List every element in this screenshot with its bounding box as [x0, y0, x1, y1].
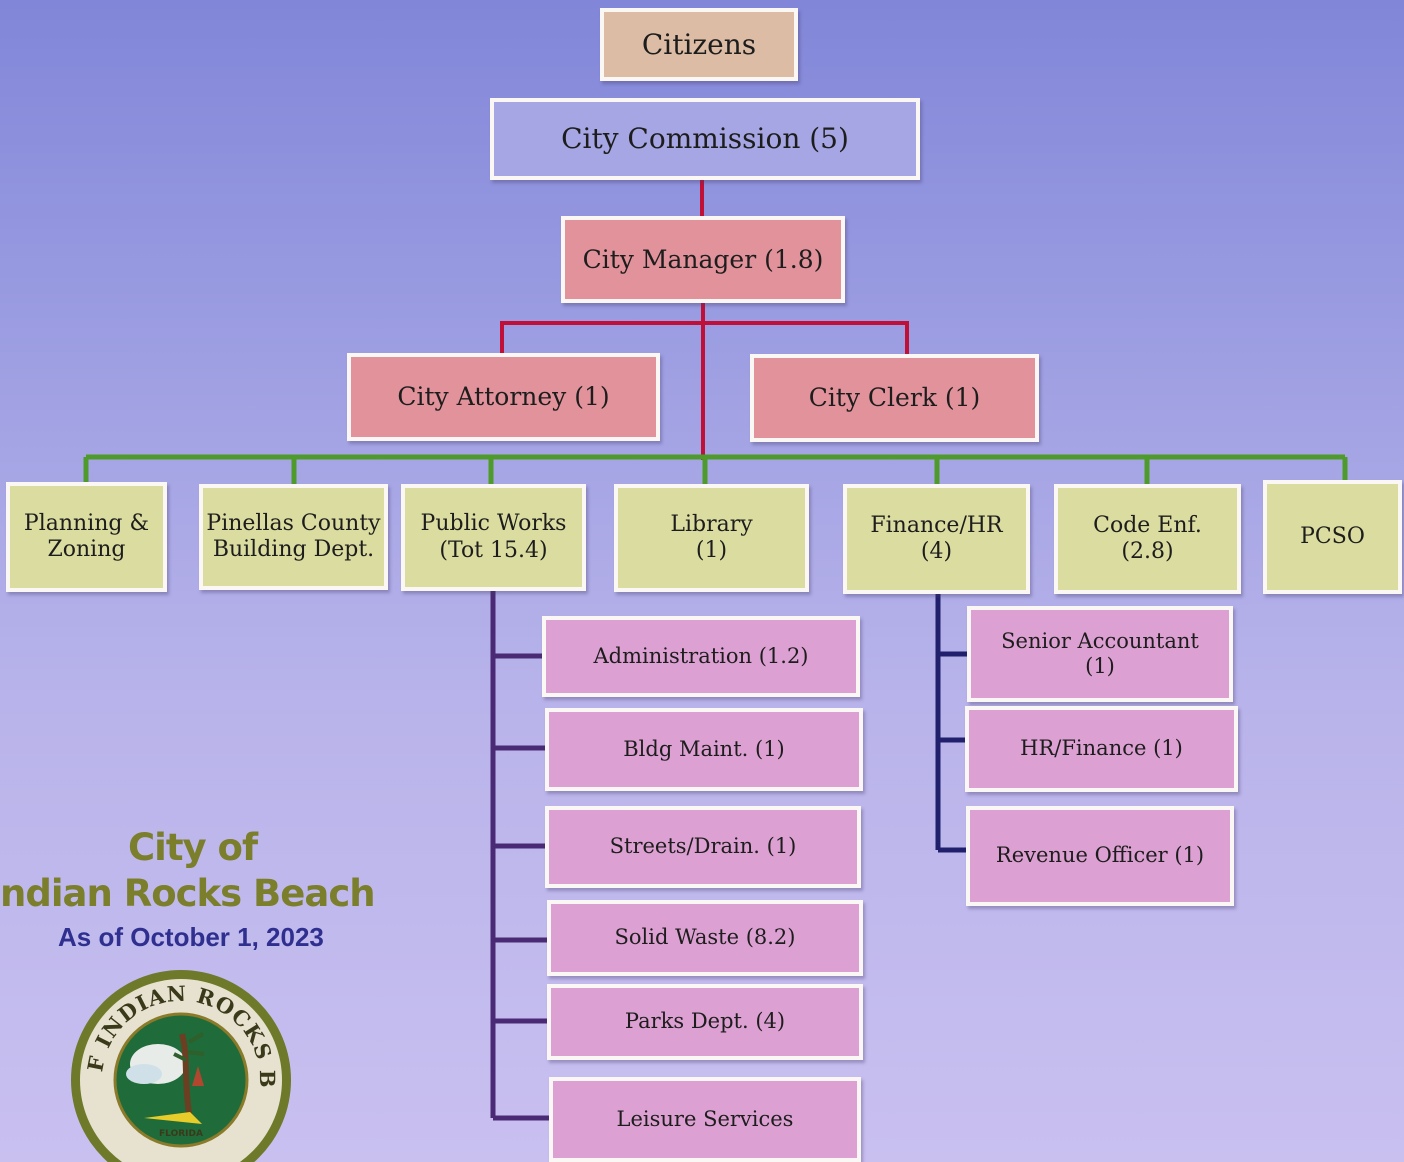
- dept-label: PCSO: [1300, 523, 1365, 549]
- unit-label: Administration (1.2): [593, 643, 809, 668]
- dept-label: Code Enf. (2.8): [1093, 512, 1202, 564]
- dept-public-works: Public Works (Tot 15.4): [401, 484, 586, 591]
- seal-state-text: FLORIDA: [159, 1129, 203, 1139]
- unit-hr-finance: HR/Finance (1): [965, 706, 1238, 792]
- dept-label: Planning & Zoning: [23, 510, 150, 562]
- unit-label: HR/Finance (1): [1020, 736, 1183, 761]
- dept-library: Library (1): [614, 484, 809, 592]
- unit-label: Leisure Services: [616, 1106, 794, 1131]
- dept-label: Finance/HR (4): [870, 512, 1003, 564]
- dept-label: Library (1): [670, 511, 753, 563]
- unit-label: Parks Dept. (4): [624, 1009, 786, 1034]
- unit-administration: Administration (1.2): [542, 616, 860, 697]
- unit-leisure-services: Leisure Services: [549, 1077, 861, 1162]
- unit-bldg-maint: Bldg Maint. (1): [545, 708, 863, 791]
- city-title-line2: ndian Rocks Beach: [0, 872, 376, 915]
- dept-code-enforcement: Code Enf. (2.8): [1054, 484, 1241, 594]
- city-commission-label: City Commission (5): [561, 122, 849, 156]
- dept-label: Public Works (Tot 15.4): [420, 511, 567, 563]
- city-title-line1: City of: [128, 826, 258, 869]
- unit-label: Senior Accountant (1): [1001, 628, 1199, 678]
- city-attorney-box: City Attorney (1): [347, 353, 660, 441]
- city-clerk-box: City Clerk (1): [750, 354, 1039, 442]
- citizens-box: Citizens: [600, 8, 798, 81]
- as-of-date: As of October 1, 2023: [58, 922, 324, 952]
- citizens-label: Citizens: [641, 27, 757, 61]
- city-commission-box: City Commission (5): [490, 98, 920, 180]
- city-attorney-label: City Attorney (1): [397, 382, 610, 411]
- city-clerk-label: City Clerk (1): [808, 383, 981, 412]
- unit-streets-drain: Streets/Drain. (1): [545, 806, 861, 888]
- dept-finance-hr: Finance/HR (4): [843, 484, 1030, 594]
- city-manager-label: City Manager (1.8): [582, 244, 824, 274]
- city-manager-box: City Manager (1.8): [561, 216, 845, 303]
- unit-parks-dept: Parks Dept. (4): [547, 984, 863, 1060]
- dept-planning-zoning: Planning & Zoning: [6, 482, 167, 592]
- unit-senior-accountant: Senior Accountant (1): [967, 606, 1233, 702]
- manager-attorney-clerk-connector: [500, 321, 909, 356]
- unit-revenue-officer: Revenue Officer (1): [966, 806, 1234, 906]
- unit-label: Bldg Maint. (1): [623, 736, 785, 761]
- dept-label: Pinellas County Building Dept.: [206, 510, 381, 562]
- unit-label: Solid Waste (8.2): [614, 925, 796, 950]
- unit-solid-waste: Solid Waste (8.2): [547, 900, 863, 976]
- unit-label: Streets/Drain. (1): [609, 834, 797, 859]
- city-seal-logo: CITY OF INDIAN ROCKS BEACH FLORIDA: [70, 968, 291, 1162]
- dept-pcso: PCSO: [1263, 480, 1402, 594]
- dept-pinellas-building: Pinellas County Building Dept.: [199, 484, 388, 590]
- unit-label: Revenue Officer (1): [995, 843, 1205, 868]
